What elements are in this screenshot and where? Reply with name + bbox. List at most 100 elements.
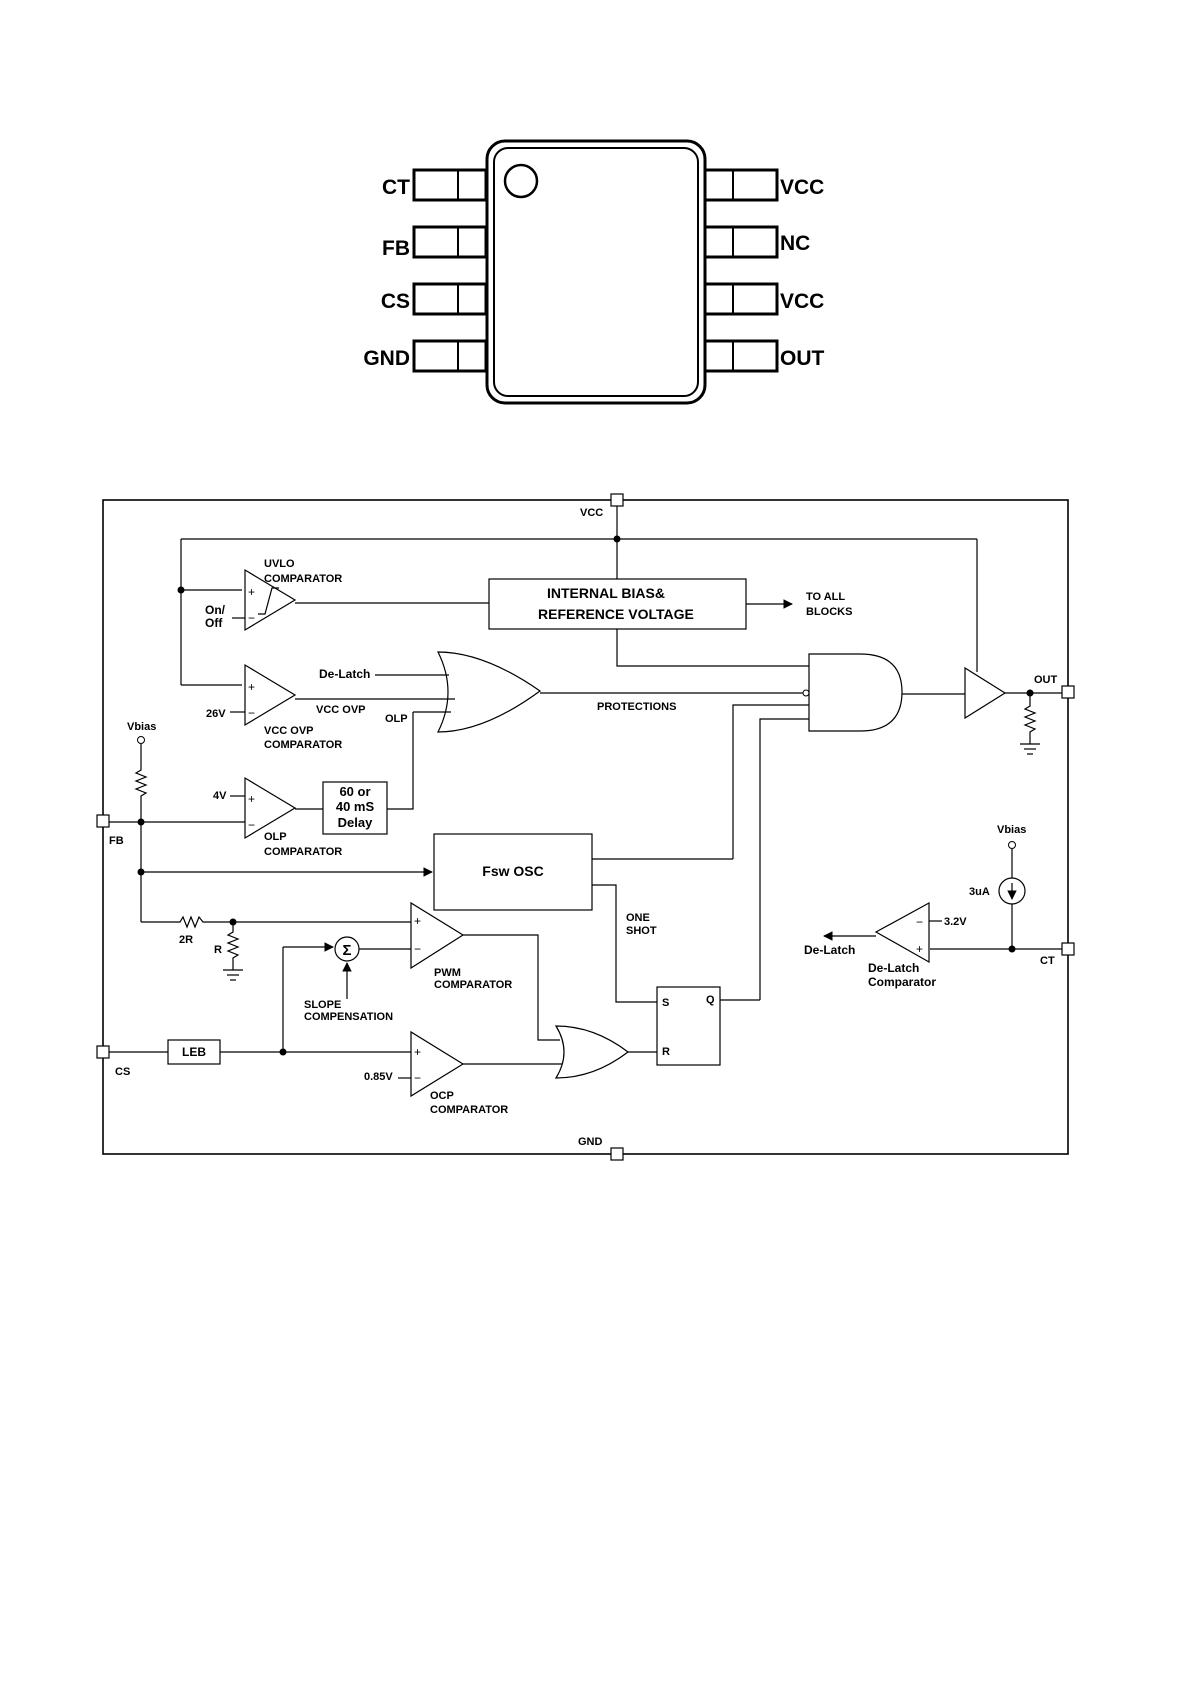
- pin1-indicator: [503, 163, 539, 199]
- vcc-pin-square: [610, 493, 624, 507]
- right-pin-6: VCC: [703, 282, 824, 316]
- ocp-comparator: + −: [398, 1030, 465, 1098]
- summing-node: Σ: [334, 936, 360, 962]
- cs-pin-label: CS: [115, 1066, 130, 1078]
- package-pinout: CT FB CS GND VCC NC: [363, 139, 825, 405]
- olp-comp-line1: OLP: [264, 831, 287, 843]
- svg-text:+: +: [248, 792, 255, 806]
- delay-line1: 60 or: [339, 784, 370, 799]
- vbias-label-left: Vbias: [127, 721, 156, 733]
- fb-pin-square: [96, 814, 110, 828]
- pin-label-cs: CS: [381, 290, 410, 313]
- v085-label: 0.85V: [364, 1071, 393, 1083]
- ct-current-source: [998, 841, 1026, 949]
- ua3-label: 3uA: [969, 886, 990, 898]
- osc-label: Fsw OSC: [482, 863, 543, 879]
- vcc-ovp-comp-line2: COMPARATOR: [264, 739, 342, 751]
- svg-text:−: −: [916, 915, 923, 929]
- fb-pin-label: FB: [109, 835, 124, 847]
- fsw-osc-block: Fsw OSC: [433, 833, 593, 911]
- pin-label-nc: NC: [780, 232, 810, 255]
- vbias-label-right: Vbias: [997, 824, 1026, 836]
- reset-or-gate: [554, 1025, 629, 1079]
- ocp-comp-line2: COMPARATOR: [430, 1104, 508, 1116]
- out-pin-label: OUT: [1034, 674, 1058, 686]
- protections-or-gate: [437, 651, 542, 733]
- pin-label-vcc-bottom: VCC: [780, 290, 824, 313]
- pwm-comparator: + −: [410, 901, 465, 970]
- leb-block: LEB: [167, 1039, 221, 1065]
- uvlo-comparator: + −: [232, 568, 297, 632]
- vcc-pin-label: VCC: [580, 507, 603, 519]
- delay-line3: Delay: [338, 815, 373, 830]
- svg-text:+: +: [248, 585, 255, 599]
- delay-line2: 40 mS: [336, 799, 375, 814]
- one-shot-line1: ONE: [626, 912, 650, 924]
- to-all-blocks-line2: BLOCKS: [806, 606, 852, 618]
- one-shot-line2: SHOT: [626, 925, 657, 937]
- svg-text:−: −: [414, 942, 421, 956]
- left-pin-1: CT: [382, 168, 488, 202]
- slope-comp-line2: COMPENSATION: [304, 1011, 393, 1023]
- olp-comparator: + −: [230, 776, 297, 840]
- uvlo-label-line1: UVLO: [264, 558, 295, 570]
- r2-label: 2R: [179, 934, 193, 946]
- olp-comp-line2: COMPARATOR: [264, 846, 342, 858]
- out-pin-square: [1061, 685, 1075, 699]
- svg-text:+: +: [916, 942, 923, 956]
- package-body-outer: [485, 139, 707, 405]
- protections-label: PROTECTIONS: [597, 701, 676, 713]
- svg-text:−: −: [248, 611, 255, 625]
- vcc-ovp-signal-label: VCC OVP: [316, 704, 366, 716]
- right-pin-7: NC: [703, 225, 810, 259]
- left-pin-2: FB: [382, 225, 488, 260]
- svg-text:+: +: [414, 914, 421, 928]
- cs-pin-square: [96, 1045, 110, 1059]
- uvlo-label-line2: COMPARATOR: [264, 573, 342, 585]
- pin-label-out: OUT: [780, 347, 825, 370]
- vcc-ovp-comparator: + −: [230, 663, 297, 727]
- leb-label: LEB: [182, 1045, 206, 1059]
- package-body-inner: [493, 147, 699, 397]
- pwm-comp-line1: PWM: [434, 967, 461, 979]
- svg-text:−: −: [414, 1071, 421, 1085]
- output-driver: [964, 666, 1007, 720]
- output-pulldown-resistor: [1020, 693, 1040, 755]
- delatch-comparator: − +: [874, 901, 942, 964]
- left-pin-3: CS: [381, 282, 488, 316]
- ct-pin-label: CT: [1040, 955, 1055, 967]
- gnd-pin-label: GND: [578, 1136, 603, 1148]
- vcc-rail-wires: [177, 506, 978, 686]
- delatch-input-label: De-Latch: [319, 667, 370, 681]
- output-and-gate: [808, 653, 903, 732]
- delatch-output-label: De-Latch: [804, 943, 855, 957]
- left-pin-4: GND: [363, 339, 488, 373]
- svg-text:+: +: [248, 680, 255, 694]
- v26-label: 26V: [206, 708, 226, 720]
- feedback-divider: [141, 915, 411, 981]
- svg-text:−: −: [248, 818, 255, 832]
- svg-text:+: +: [414, 1045, 421, 1059]
- gnd-pin-square: [610, 1147, 624, 1161]
- to-all-blocks-line1: TO ALL: [806, 591, 845, 603]
- ocp-comp-line1: OCP: [430, 1090, 454, 1102]
- right-pin-5: OUT: [703, 339, 825, 373]
- ct-pin-square: [1061, 942, 1075, 956]
- pin-label-gnd: GND: [363, 347, 410, 370]
- pin-label-vcc-top: VCC: [780, 176, 824, 199]
- v32-label: 3.2V: [944, 916, 967, 928]
- svg-text:Σ: Σ: [342, 942, 351, 959]
- on-off-label-line1: On/: [205, 603, 226, 617]
- delay-block: 60 or 40 mS Delay: [322, 781, 388, 835]
- internal-bias-block: INTERNAL BIAS& REFERENCE VOLTAGE: [488, 578, 747, 630]
- block-diagram: VCC GND FB CS OUT CT + − UVLO COMPARATOR…: [96, 493, 1075, 1161]
- v4-label: 4V: [213, 790, 227, 802]
- sr-flip-flop: S Q R: [656, 986, 721, 1066]
- delatch-comp-line1: De-Latch: [868, 961, 919, 975]
- pwm-comp-line2: COMPARATOR: [434, 979, 512, 991]
- delatch-comp-line2: Comparator: [868, 975, 936, 989]
- on-off-label-line2: Off: [205, 616, 223, 630]
- bias-label-line1: INTERNAL BIAS&: [547, 585, 665, 601]
- ff-s-label: S: [662, 997, 669, 1009]
- slope-comp-line1: SLOPE: [304, 999, 341, 1011]
